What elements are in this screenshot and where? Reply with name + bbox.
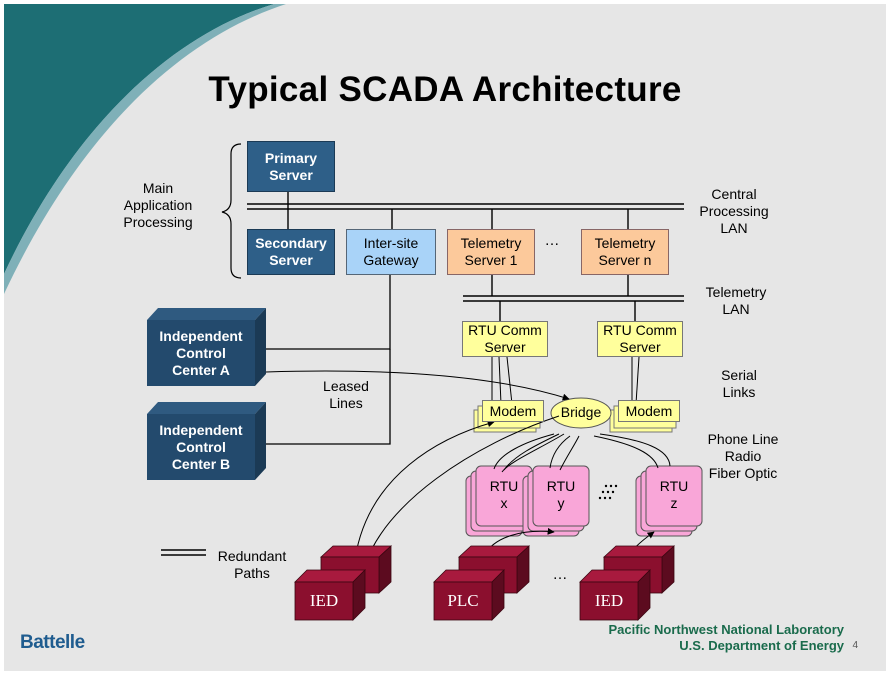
label-line: Serial — [721, 367, 757, 383]
label-line: Application — [123, 197, 193, 213]
box-line: Server n — [598, 252, 652, 268]
telemetry-lan — [463, 275, 684, 321]
box-line: Server — [619, 339, 661, 355]
rtu-z: RTU z — [646, 478, 702, 512]
telemetry-lan-label: Telemetry LAN — [694, 284, 778, 318]
box-line: Secondary — [255, 235, 327, 251]
label-line: Central — [711, 186, 757, 202]
plc-stack — [433, 545, 531, 621]
central-lan — [247, 192, 684, 229]
box-line: Telemetry — [460, 235, 522, 251]
page-number: 4 — [852, 640, 858, 651]
serial-links-label: Serial Links — [704, 367, 774, 401]
redundant-paths-label: Redundant Paths — [208, 548, 296, 582]
label-line: Processing — [123, 214, 193, 230]
ied-device-2: IED — [594, 591, 624, 610]
label-line: Processing — [699, 203, 769, 219]
box-line: Gateway — [363, 252, 419, 268]
box-line: Primary — [264, 149, 318, 166]
rtu-y: RTU y — [533, 478, 589, 512]
label-line: LAN — [722, 301, 750, 317]
label-line: Telemetry — [705, 284, 767, 300]
box-line: Server — [484, 339, 526, 355]
main-application-label: Main Application Processing — [110, 180, 206, 231]
label-line: Center A — [172, 362, 230, 378]
modem-2: Modem — [618, 400, 680, 422]
label-line: x — [500, 495, 508, 511]
modem-1: Modem — [482, 400, 544, 422]
battelle-logo: Battelle — [20, 632, 85, 653]
label-line: Redundant — [217, 548, 287, 564]
box-line: Server — [269, 252, 313, 268]
box-line: Server — [269, 166, 313, 183]
label-line: Radio — [724, 448, 762, 464]
box-line: Server 1 — [464, 252, 518, 268]
slide-title: Typical SCADA Architecture — [208, 70, 682, 109]
serial-links — [491, 356, 640, 405]
bridge-arrows — [265, 370, 570, 570]
media-label: Phone Line Radio Fiber Optic — [697, 431, 789, 482]
control-center-b: Independent Control Center B — [147, 422, 255, 473]
label-line: Control — [176, 439, 226, 455]
control-center-a-shape — [147, 308, 266, 386]
corner-decoration — [4, 4, 286, 294]
lab-credit: Pacific Northwest National Laboratory U.… — [609, 622, 845, 654]
box-line: Inter-site — [363, 235, 419, 251]
ied1-stack — [294, 545, 393, 621]
telemetry-ellipsis: … — [544, 232, 560, 249]
label-line: Leased — [323, 378, 369, 394]
redundant-legend-line — [161, 549, 206, 556]
ied-device-1: IED — [309, 591, 339, 610]
field-link-arcs — [493, 433, 671, 473]
central-lan-label: Central Processing LAN — [684, 186, 784, 237]
box-line: RTU Comm — [468, 322, 542, 338]
lab-name: Pacific Northwest National Laboratory — [608, 622, 845, 637]
label-line: Control — [176, 345, 226, 361]
control-center-a: Independent Control Center A — [147, 328, 255, 379]
leased-lines-label: Leased Lines — [314, 378, 378, 412]
label-line: Main — [142, 180, 174, 196]
label-line: RTU — [659, 478, 689, 494]
label-line: Independent — [159, 422, 243, 438]
label-line: Phone Line — [707, 431, 779, 447]
label-line: RTU — [546, 478, 576, 494]
rtu-dots — [598, 484, 618, 500]
plc-device: PLC — [447, 591, 479, 610]
label-line: y — [557, 495, 565, 511]
box-line: RTU Comm — [603, 322, 677, 338]
department-name: U.S. Department of Energy — [679, 638, 844, 653]
control-center-b-shape — [147, 402, 266, 480]
label-line: Lines — [329, 395, 363, 411]
bridge: Bridge — [560, 404, 602, 420]
diagram-graphics — [4, 4, 703, 621]
brace — [221, 143, 242, 279]
device-ellipsis: … — [552, 566, 568, 583]
label-line: Fiber Optic — [708, 465, 778, 481]
box-line: Telemetry — [594, 235, 656, 251]
label-line: RTU — [489, 478, 519, 494]
label-line: LAN — [720, 220, 748, 236]
label-line: Paths — [234, 565, 270, 581]
leased-lines — [266, 275, 391, 445]
bridge-shape — [550, 397, 612, 429]
label-line: Independent — [159, 328, 243, 344]
ied2-stack — [579, 545, 676, 621]
label-line: Center B — [171, 456, 231, 472]
slide: Typical SCADA Architecture Main Applicat… — [4, 4, 886, 671]
label-line: z — [670, 495, 678, 511]
rtu-x: RTU x — [476, 478, 532, 512]
label-line: Links — [722, 384, 756, 400]
